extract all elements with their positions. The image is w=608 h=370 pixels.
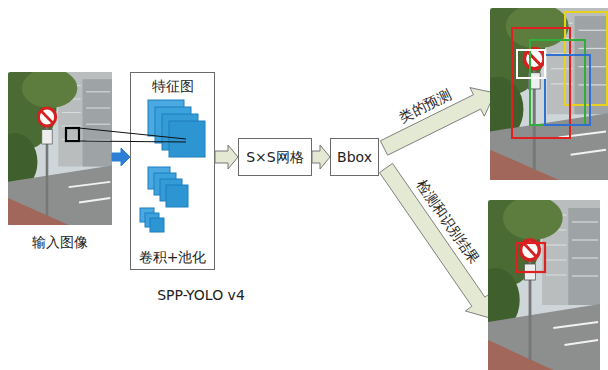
- flow-arrow: [312, 145, 330, 169]
- grid-label: S×S网格: [246, 149, 304, 166]
- prediction-photo: [472, 2, 608, 180]
- bbox-box: Bbox: [330, 138, 379, 176]
- network-box: 特征图卷积+池化SPP-YOLO v4: [130, 72, 215, 270]
- result-photo: [471, 194, 600, 370]
- bbox-green: [530, 40, 585, 125]
- input-arrow: [112, 148, 130, 166]
- grid-box: S×S网格: [238, 138, 312, 176]
- receptive-window: [66, 128, 79, 141]
- flow-arrow: [215, 145, 238, 169]
- layer-label: 卷积+池化: [131, 249, 214, 266]
- input-photo: [0, 67, 112, 225]
- feature-map-stack: [148, 167, 188, 207]
- bbox-red: [512, 28, 570, 138]
- bbox-white: [517, 50, 545, 78]
- leader-line: [79, 128, 186, 139]
- bbox-label: Bbox: [337, 149, 372, 166]
- arrow-label: 类的预测: [396, 86, 454, 126]
- arrow-label: 检测和识别结果: [413, 177, 483, 267]
- bbox-result: [517, 243, 545, 272]
- input-image-frame: 输入图像: [8, 72, 112, 225]
- feature-map-stack: [140, 208, 164, 232]
- network-name: SPP-YOLO v4: [157, 287, 245, 304]
- leader-line: [79, 141, 186, 142]
- bbox-blue: [545, 55, 590, 125]
- feature-map-label: 特征图: [131, 78, 214, 95]
- result-arrow: [380, 163, 492, 318]
- image-caption: 输入图像: [8, 234, 112, 251]
- feature-map-stack: [148, 100, 205, 157]
